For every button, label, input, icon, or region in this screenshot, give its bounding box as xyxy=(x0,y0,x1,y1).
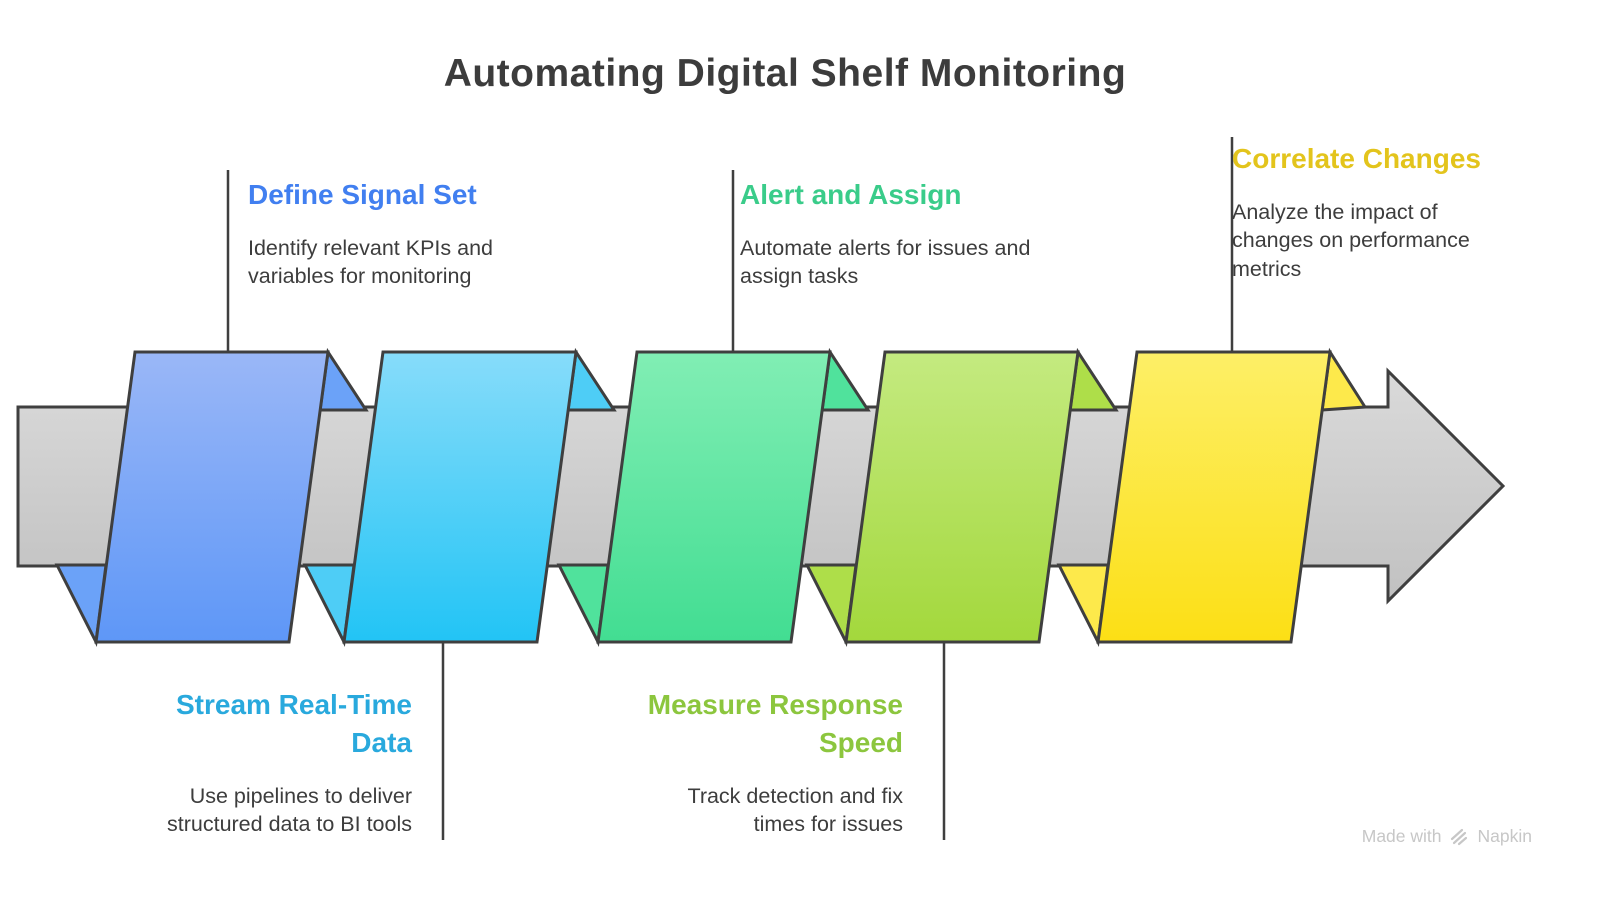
page-title: Automating Digital Shelf Monitoring xyxy=(443,52,1127,95)
step-description: Analyze the impact of changes on perform… xyxy=(1232,199,1470,281)
step-description: Identify relevant KPIs and variables for… xyxy=(248,235,494,289)
step-5-correlate-changes: Correlate Changes Analyze the impact of … xyxy=(1232,140,1504,283)
step-description: Automate alerts for issues and assign ta… xyxy=(740,235,1031,289)
step-description: Track detection and fix times for issues xyxy=(687,783,903,836)
step-label: Define Signal Set xyxy=(248,179,477,210)
watermark-prefix: Made with xyxy=(1361,826,1442,846)
napkin-logo-icon xyxy=(1450,828,1467,845)
ribbon-step-1-face xyxy=(94,350,330,644)
ribbon-step-1 xyxy=(54,347,369,648)
watermark-brand: Napkin xyxy=(1477,826,1532,846)
watermark: Made with Napkin xyxy=(1362,826,1532,847)
step-label: Measure Response Speed xyxy=(647,689,903,758)
step-4-measure-response-speed: Measure Response Speed Track detection a… xyxy=(623,686,903,838)
step-label: Correlate Changes xyxy=(1232,143,1481,174)
ribbon-step-4 xyxy=(804,347,1119,648)
ribbon-step-3 xyxy=(556,347,871,648)
ribbon-step-5-face xyxy=(1096,350,1332,644)
step-description: Use pipelines to deliver structured data… xyxy=(167,783,412,836)
step-3-alert-and-assign: Alert and Assign Automate alerts for iss… xyxy=(740,176,1040,291)
ribbon-step-2-face xyxy=(342,350,578,644)
step-1-define-signal-set: Define Signal Set Identify relevant KPIs… xyxy=(248,176,548,291)
ribbon-step-5 xyxy=(1056,347,1368,648)
step-label: Alert and Assign xyxy=(740,179,962,210)
ribbon-step-2 xyxy=(302,347,617,648)
step-2-stream-real-time-data: Stream Real-Time Data Use pipelines to d… xyxy=(132,686,412,838)
ribbon-step-3-face xyxy=(596,350,832,644)
ribbon-step-4-face xyxy=(844,350,1080,644)
step-label: Stream Real-Time Data xyxy=(175,689,412,758)
